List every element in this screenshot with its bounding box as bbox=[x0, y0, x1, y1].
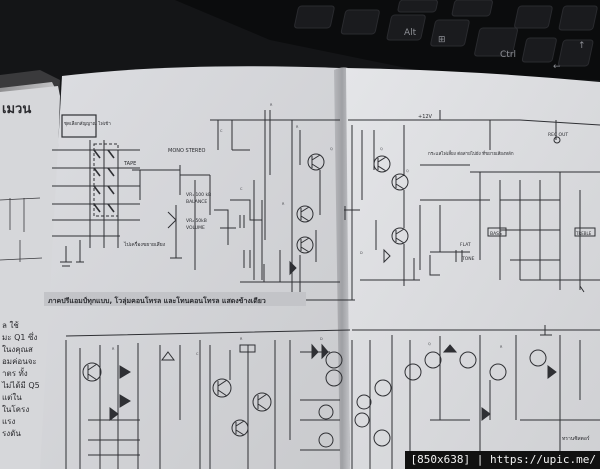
svg-text:R: R bbox=[240, 337, 243, 341]
caption-band bbox=[44, 292, 306, 306]
svg-text:ล ใช้: ล ใช้ bbox=[2, 321, 19, 330]
caption-text: ภาคปรีแอมป์ทุกแบบ, โวลุ่มคอนโทรล และโทนค… bbox=[48, 296, 266, 305]
schematic-upper bbox=[52, 110, 355, 301]
svg-text:ไม่ได้มี Q5: ไม่ได้มี Q5 bbox=[1, 381, 40, 390]
watermark-size: [850x638] bbox=[410, 453, 471, 466]
svg-text:R: R bbox=[500, 345, 503, 349]
svg-text:อมค่อนจะ: อมค่อนจะ bbox=[2, 357, 37, 366]
left-heading: เมวน bbox=[2, 102, 31, 117]
left-page-text: เมวน ล ใช้ มะ Q1 ซึ่ง ในงคุณส อมค่อนจะ า… bbox=[1, 102, 40, 438]
svg-text:C: C bbox=[240, 187, 243, 191]
svg-text:รงดัน: รงดัน bbox=[2, 429, 21, 438]
component-labels: R C R Q C R Q Q D R C R D Q R bbox=[112, 103, 503, 356]
bass-label: BASS bbox=[490, 231, 502, 237]
svg-text:ในงคุณส: ในงคุณส bbox=[2, 345, 33, 354]
svg-text:R: R bbox=[270, 103, 273, 107]
watermark-url: https://upic.me/ bbox=[490, 453, 596, 466]
svg-text:C: C bbox=[196, 352, 199, 356]
rec-out-label: REC OUT bbox=[548, 132, 568, 138]
svg-text:D: D bbox=[360, 251, 363, 255]
svg-text:แรง: แรง bbox=[2, 417, 15, 426]
vr2-label: VR₂ 50kB bbox=[186, 218, 207, 224]
key-alt: Alt bbox=[404, 28, 417, 38]
schematic-lower-right bbox=[351, 325, 600, 469]
svg-text:C: C bbox=[220, 129, 223, 133]
svg-text:Q: Q bbox=[428, 342, 431, 346]
svg-text:ในโครง: ในโครง bbox=[2, 404, 29, 414]
note-right: กระแสไฟเลี้ยง ต่อสายไปยัง ที่ขยายเสียงหล… bbox=[428, 150, 514, 157]
svg-text:R: R bbox=[112, 347, 115, 351]
vr1-label: VR₁ 100 kB bbox=[186, 192, 211, 198]
svg-text:R: R bbox=[282, 202, 285, 206]
key-left: ← bbox=[553, 62, 561, 72]
pa-label: ไปเครื่องขยายเสียง bbox=[123, 241, 166, 248]
svg-text:Q: Q bbox=[380, 147, 383, 151]
image-watermark: [850x638] | https://upic.me/ bbox=[404, 451, 600, 469]
v-plus-label: +12V bbox=[418, 114, 433, 120]
key-up: ↑ bbox=[578, 41, 586, 51]
volume-label: VOLUME bbox=[186, 225, 205, 231]
svg-text:าตร ทั้ง: าตร ทั้ง bbox=[2, 367, 28, 378]
schematic-upper-right bbox=[344, 110, 600, 300]
watermark-separator: | bbox=[470, 453, 491, 466]
tone-label: TONE bbox=[461, 256, 475, 262]
svg-text:Q: Q bbox=[406, 169, 409, 173]
bottom-right-label: ทรานซิสตอร์ bbox=[562, 435, 590, 442]
svg-text:Q: Q bbox=[330, 147, 333, 151]
key-win: ⊞ bbox=[438, 35, 446, 45]
svg-text:มะ Q1 ซึ่ง: มะ Q1 ซึ่ง bbox=[2, 331, 37, 342]
treble-label: TREBLE bbox=[575, 231, 592, 236]
key-ctrl: Ctrl bbox=[500, 50, 516, 60]
selector-box-label: ชุดเลือกสัญญาณ ไฟเข้า bbox=[64, 120, 111, 127]
tape-label: TAPE bbox=[123, 161, 136, 167]
keyboard: Alt ⊞ Ctrl ← ↑ bbox=[175, 0, 600, 80]
schematic-lower bbox=[65, 329, 351, 469]
svg-text:D: D bbox=[320, 337, 323, 341]
mono-stereo-label: MONO STEREO bbox=[168, 148, 206, 154]
flat-label: FLAT bbox=[460, 242, 471, 248]
svg-text:R: R bbox=[296, 125, 299, 129]
svg-text:แต่ใน: แต่ใน bbox=[2, 393, 22, 402]
balance-label: BALANCE bbox=[186, 199, 207, 205]
